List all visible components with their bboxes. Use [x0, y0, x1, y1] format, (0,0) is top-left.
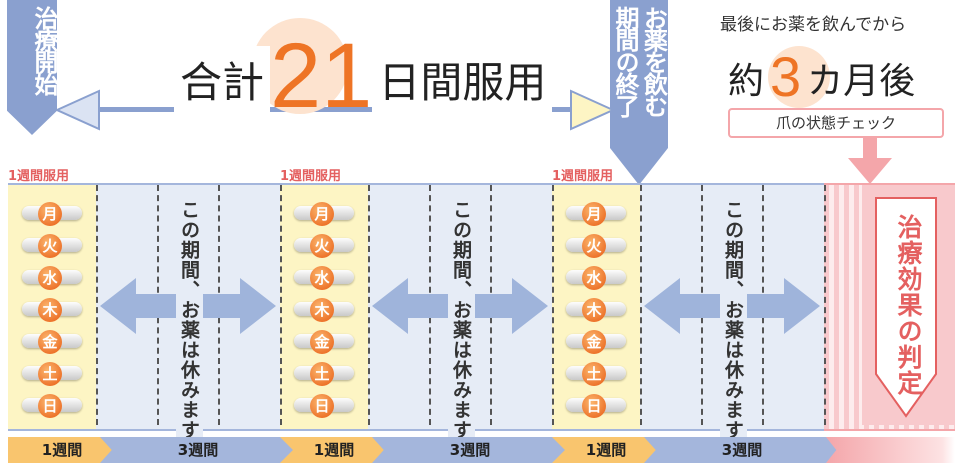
- result-arrow: [875, 197, 937, 418]
- total-period-arrow: [55, 89, 615, 131]
- timeline-week-1: 1週間: [8, 437, 116, 463]
- pill-fri: 金: [566, 330, 626, 354]
- pill-fri: 金: [22, 330, 82, 354]
- week-label-3: 1週間服用: [552, 169, 614, 184]
- rest-text-3: この期間、お薬は休みます: [720, 200, 747, 440]
- treatment-start-flag: 治療開始: [7, 0, 57, 135]
- separator: [552, 185, 554, 425]
- pill-mon: 月: [566, 202, 626, 226]
- pill-mon: 月: [22, 202, 82, 226]
- separator: [368, 185, 370, 425]
- pill-tue: 火: [566, 234, 626, 258]
- pill-sun: 日: [566, 394, 626, 418]
- pill-sat: 土: [22, 362, 82, 386]
- timeline-rest-1: 3週間: [100, 437, 296, 463]
- nail-check-box: 爪の状態チェック: [728, 108, 944, 138]
- result-label: 治療効果の判定: [894, 214, 923, 396]
- pill-wed: 水: [22, 266, 82, 290]
- pill-tue: 火: [22, 234, 82, 258]
- timeline-rest-2: 3週間: [372, 437, 568, 463]
- pill-sun: 日: [294, 394, 354, 418]
- pill-mon: 月: [294, 202, 354, 226]
- after-label: 約 3 カ月後: [728, 44, 915, 108]
- treatment-start-label: 治療開始: [30, 6, 58, 94]
- nail-check-arrow: [848, 136, 892, 184]
- medication-end-label-2: 期間の終了: [611, 6, 639, 116]
- separator: [640, 185, 642, 425]
- rest-text-1: この期間、お薬は休みます: [176, 200, 203, 440]
- medication-end-label-1: お薬を飲む: [639, 6, 668, 116]
- pill-thu: 木: [294, 298, 354, 322]
- week-label-2: 1週間服用: [280, 169, 342, 184]
- total-days-label: 合計 21 日間服用: [174, 20, 553, 127]
- pill-tue: 火: [294, 234, 354, 258]
- after-suffix: カ月後: [807, 61, 916, 102]
- pill-sat: 土: [566, 362, 626, 386]
- after-prefix: 約: [728, 61, 765, 102]
- pill-wed: 水: [566, 266, 626, 290]
- total-prefix: 合計: [174, 46, 271, 120]
- pill-wed: 水: [294, 266, 354, 290]
- after-caption: 最後にお薬を飲んでから: [720, 15, 907, 35]
- after-circle: [768, 46, 830, 108]
- rest-text-2: この期間、お薬は休みます: [448, 200, 475, 440]
- pill-thu: 木: [566, 298, 626, 322]
- after-number: 3: [770, 45, 802, 108]
- timeline: 1週間 3週間 1週間 3週間 1週間 3週間: [0, 437, 955, 463]
- week-label-1: 1週間服用: [8, 169, 70, 184]
- pill-sat: 土: [294, 362, 354, 386]
- timeline-week-3: 1週間: [552, 437, 660, 463]
- separator: [824, 185, 826, 425]
- timeline-rest-3: 3週間: [644, 437, 840, 463]
- timeline-week-2: 1週間: [280, 437, 388, 463]
- pill-fri: 金: [294, 330, 354, 354]
- separator: [280, 185, 282, 425]
- timeline-result: [826, 437, 955, 463]
- pill-thu: 木: [22, 298, 82, 322]
- total-suffix: 日間服用: [372, 46, 553, 120]
- pill-sun: 日: [22, 394, 82, 418]
- separator: [96, 185, 98, 425]
- medication-end-flag: お薬を飲む 期間の終了: [610, 0, 668, 185]
- total-number: 21: [270, 25, 373, 127]
